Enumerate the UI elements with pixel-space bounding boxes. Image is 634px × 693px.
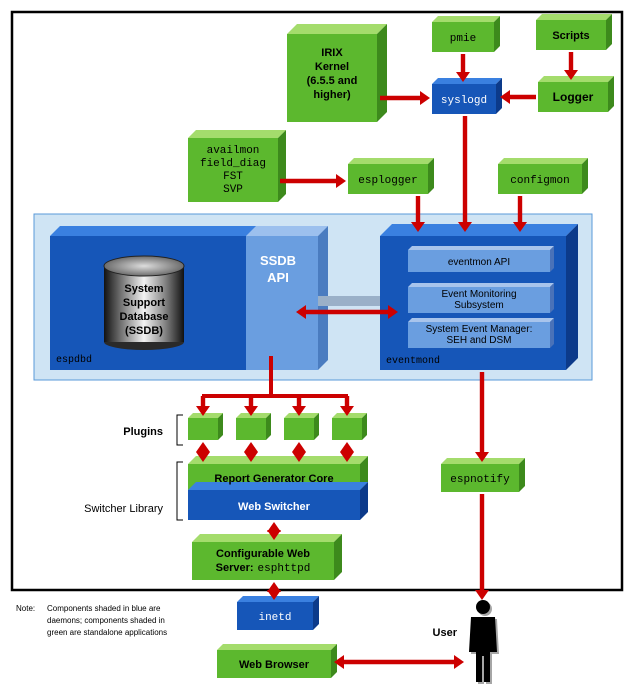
arrow-eventmond-espnotify [475,372,489,462]
switcher-library-bracket [176,461,183,521]
availmon-box [188,130,286,202]
arrow-irix-syslogd [380,91,430,105]
arrow-availmon-esplogger [280,174,346,188]
arrow-api-plugin-4 [340,396,354,416]
syslogd-label: syslogd [441,95,487,107]
plugin-feed-horizontal [202,394,348,398]
report-generator-label: Report Generator Core [214,473,333,485]
plugins-label: Plugins [123,426,163,438]
syslogd-box [432,78,502,114]
web-switcher-box [188,482,368,520]
web-server-box [192,534,342,580]
logger-label: Logger [553,90,594,104]
plugin-box-4 [332,413,367,440]
scripts-box [536,14,612,50]
esplogger-box [348,158,434,194]
user-figure [469,600,497,682]
espnotify-label: espnotify [450,474,510,486]
logger-box [538,76,614,112]
web-switcher-label: Web Switcher [238,501,311,513]
arrow-webserver-inetd [267,582,281,600]
arrow-api-plugin-3 [292,396,306,416]
pmie-label: pmie [450,33,476,45]
plugin-box-1 [188,413,223,440]
system-event-manager-row [408,318,554,348]
inetd-box [237,596,319,630]
eventmon-api-row [408,246,554,272]
espnotify-box [441,458,525,492]
arrow-configmon-eventmond [513,196,527,232]
arrow-api-eventmond [296,305,398,319]
inetd-label: inetd [258,612,291,624]
scripts-label: Scripts [552,30,589,42]
eventmond-label: eventmond [386,355,440,367]
ssdb-database-icon [103,255,185,350]
switcher-library-label: Switcher Library [84,503,163,515]
arrow-browser-user [334,655,464,669]
arrow-switcher-webserver [267,522,281,540]
api-connector-bar [318,296,380,306]
plugin-box-2 [236,413,271,440]
event-monitoring-row [408,283,554,313]
pmie-box [432,16,500,52]
web-server-command: esphttpd [258,563,311,575]
esplogger-label: esplogger [358,175,417,187]
configmon-box [498,158,588,194]
user-label: User [433,627,458,639]
arrow-plugin-core-3 [292,442,306,462]
note-prefix: Note: [16,604,35,613]
arrow-pmie-syslogd [456,54,470,82]
arrow-plugin-core-2 [244,442,258,462]
arrow-api-plugin-1 [196,396,210,416]
espdbd-label: espdbd [56,354,92,366]
web-browser-label: Web Browser [239,659,310,671]
arrow-syslogd-eventmond [458,116,472,232]
arrow-plugin-core-4 [340,442,354,462]
plugins-bracket [176,414,183,446]
arrow-espnotify-user [475,494,489,600]
arrow-esplogger-eventmond [411,196,425,232]
ssdb-api-box [246,226,328,370]
eventmon-api-label: eventmon API [448,257,510,268]
irix-kernel-box [287,24,387,122]
plugin-box-3 [284,413,319,440]
web-browser-box [217,644,337,678]
arrow-plugin-core-1 [196,442,210,462]
arrow-api-plugin-2 [244,396,258,416]
configmon-label: configmon [510,175,569,187]
system-event-manager-label: System Event Manager:SEH and DSM [426,324,533,346]
plugin-feed-vertical [269,356,273,398]
arrow-logger-syslogd [500,90,536,104]
arrow-scripts-logger [564,52,578,80]
